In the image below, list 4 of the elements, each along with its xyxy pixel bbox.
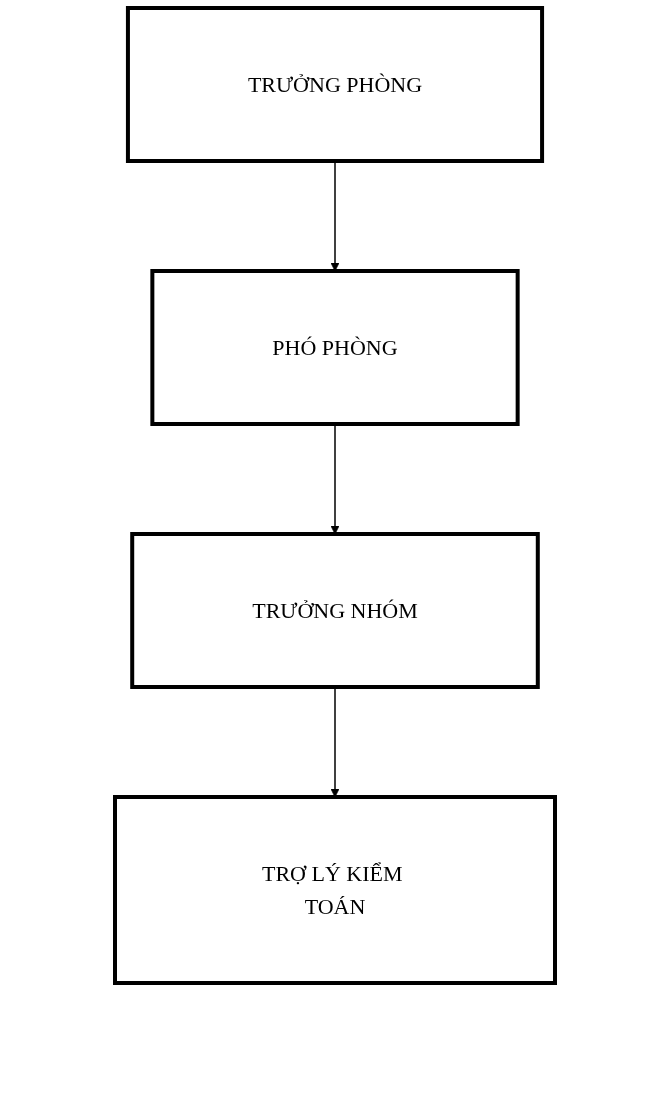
node-box: TRƯỞNG NHÓM <box>129 532 540 689</box>
node-box: TRƯỞNG PHÒNG <box>125 6 544 163</box>
node-box: PHÓ PHÒNG <box>149 269 520 426</box>
node-box: TRỢ LÝ KIỂM TOÁN <box>112 795 557 985</box>
